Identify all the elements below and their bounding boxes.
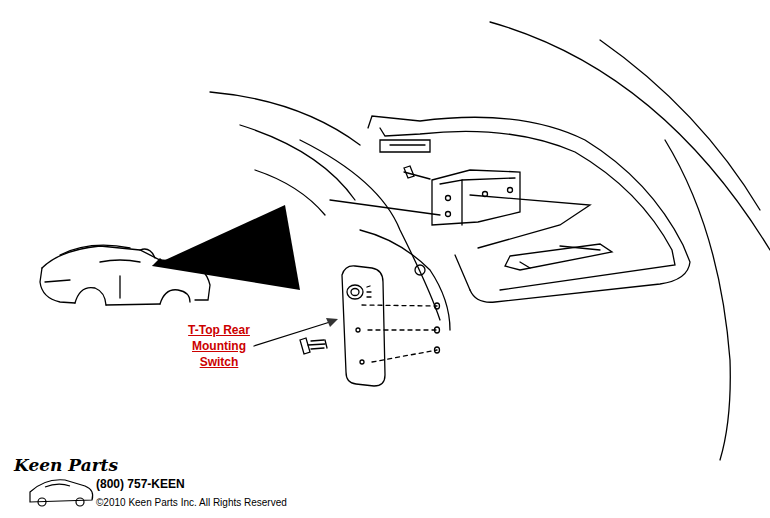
copyright-note: ©2010 Keen Parts Inc. All Rights Reserve… (96, 497, 356, 509)
logo-text: Keen Parts (14, 455, 124, 475)
part-label: T-Top Rear Mounting Switch (178, 322, 260, 370)
phone-number: (800) 757-KEEN (96, 477, 256, 491)
